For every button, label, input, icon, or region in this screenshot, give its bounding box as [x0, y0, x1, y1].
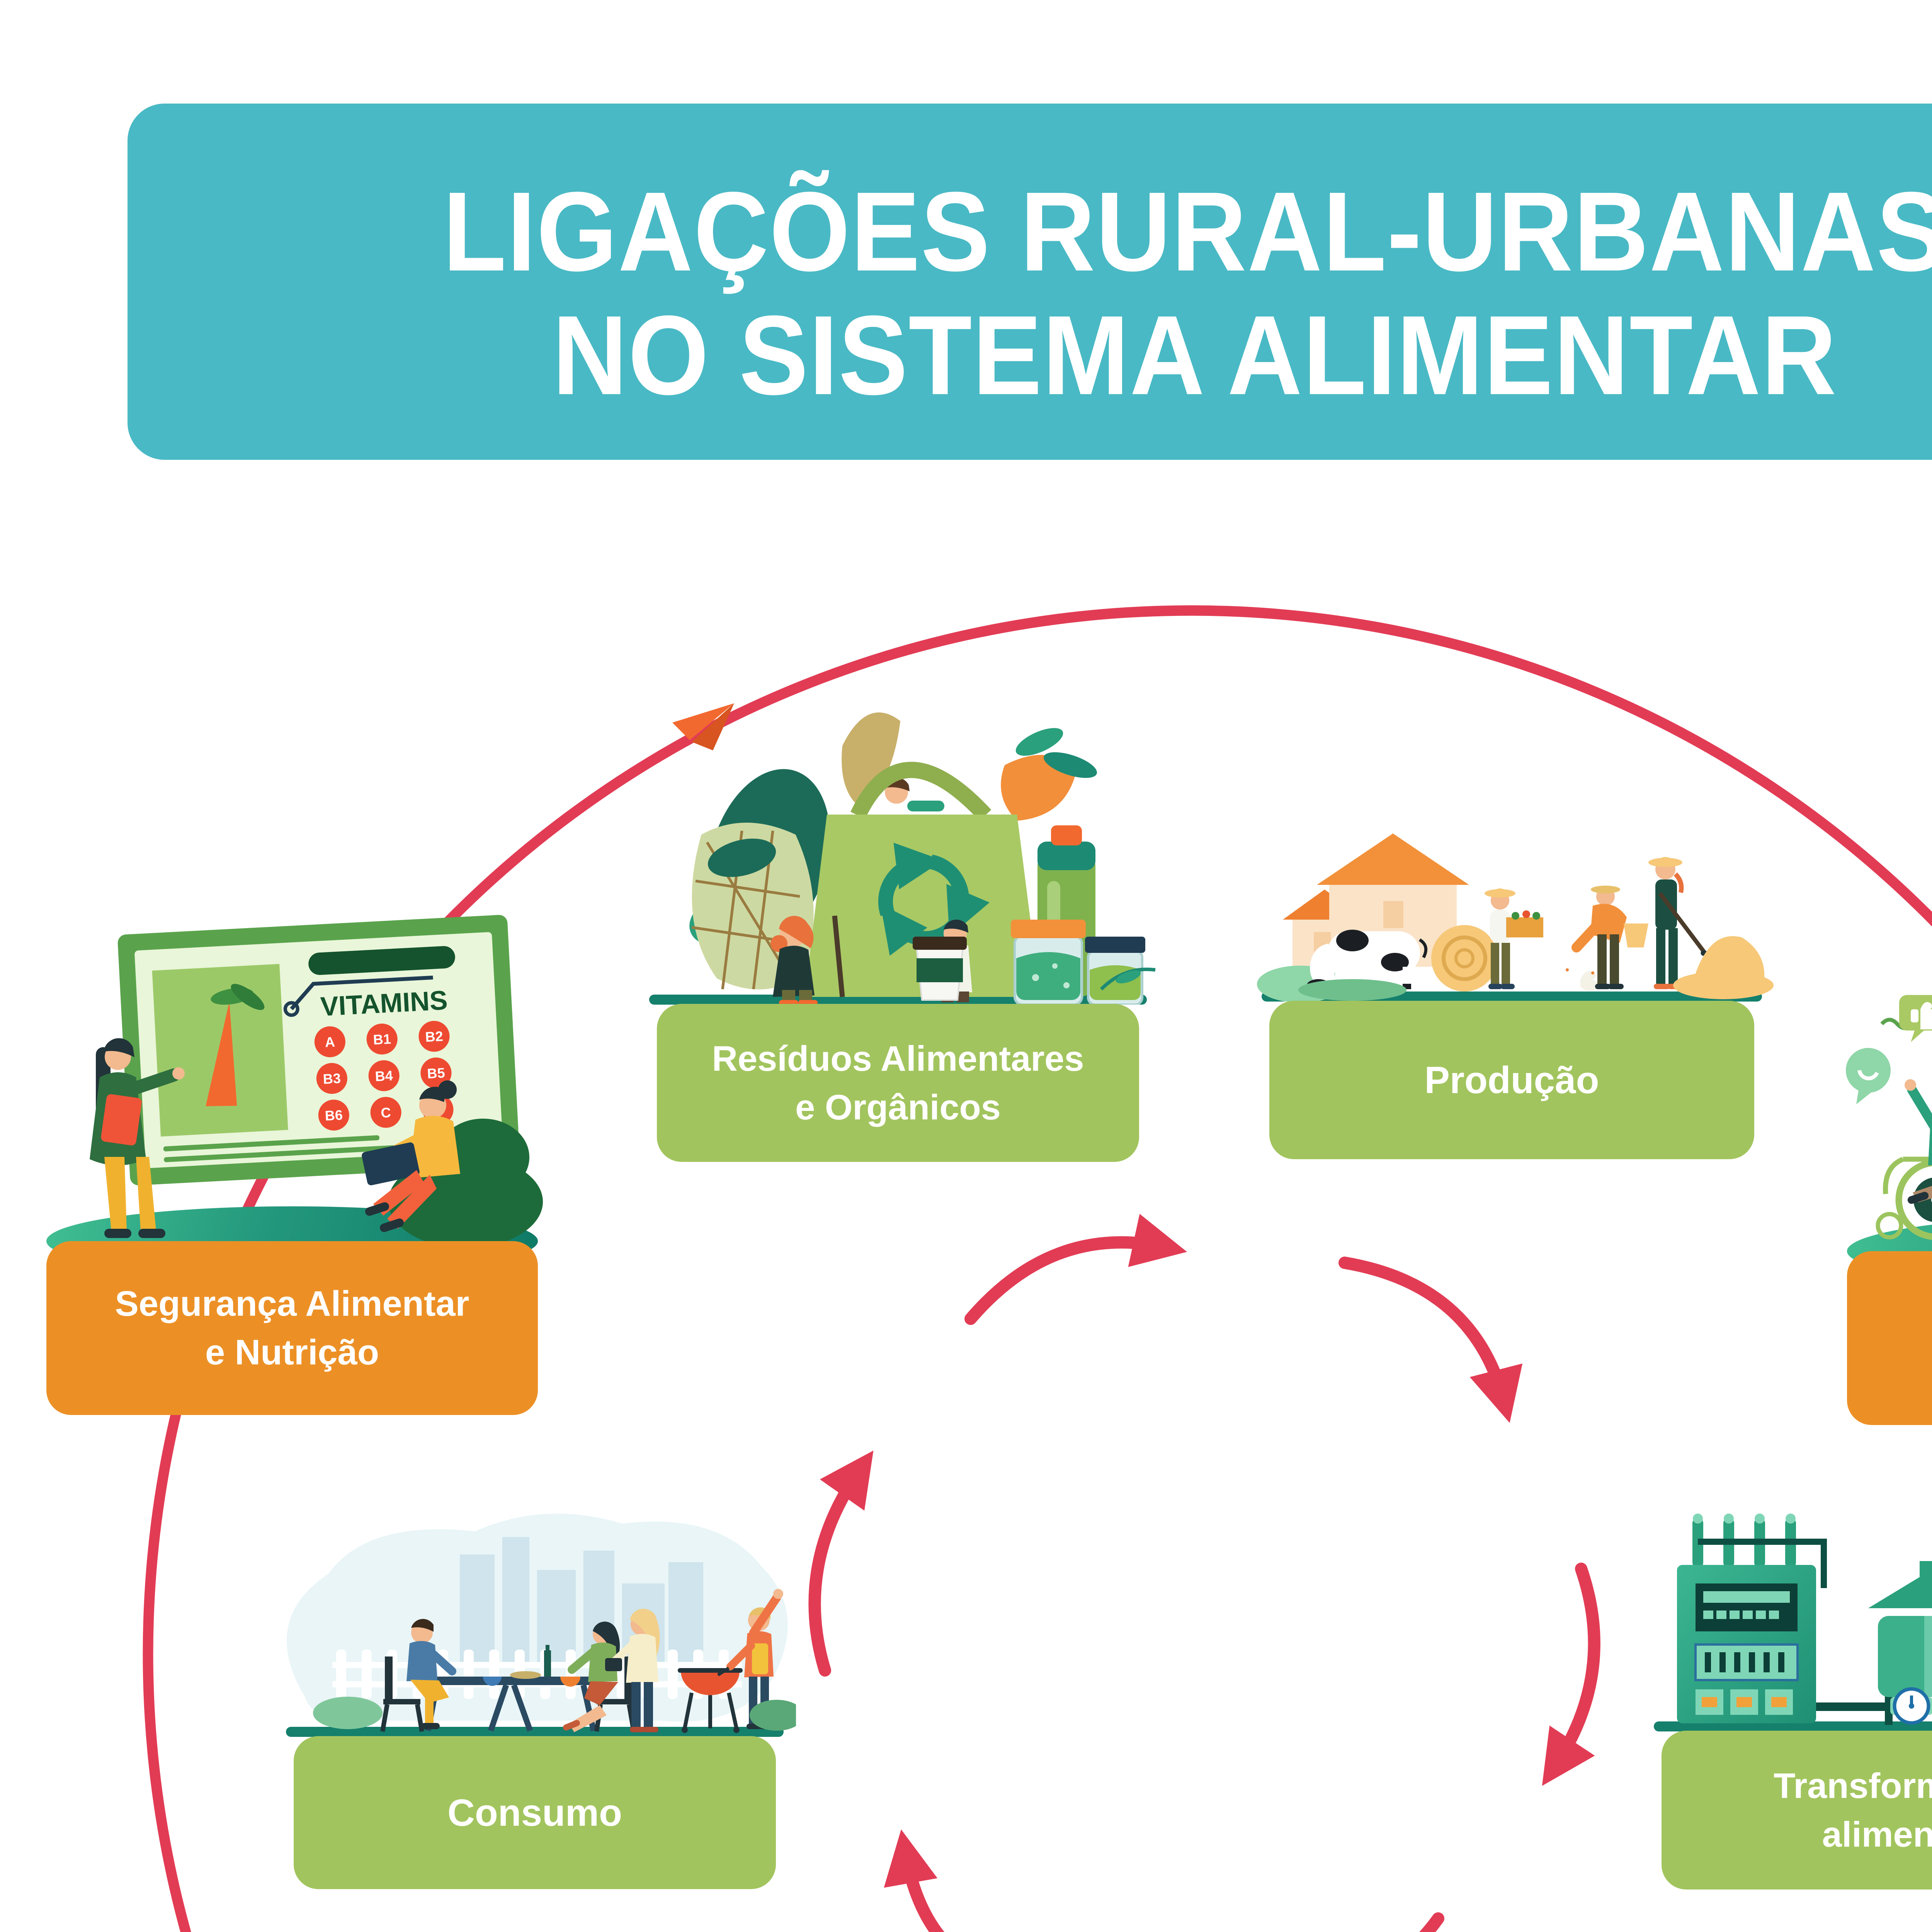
presenter-woman — [90, 1038, 185, 1238]
leaf — [1116, 970, 1141, 983]
vitamin-badge: A — [325, 1034, 335, 1050]
standing-woman — [605, 1609, 660, 1732]
title-banner: LIGAÇÕES RURAL-URBANAS NO SISTEMA ALIMEN… — [128, 104, 1932, 460]
cup-boy — [913, 919, 972, 1002]
geese — [1553, 968, 1599, 991]
vitamins-board-title: VITAMINS — [320, 985, 448, 1022]
vitamin-badge: B6 — [325, 1107, 343, 1124]
inclusao-illustration: # ♥ ★ ★ ♪ — [1846, 995, 1932, 1240]
mixing-tank — [1868, 1561, 1932, 1725]
station-box-residuos: Resíduos Alimentares e Orgânicos — [657, 1004, 1139, 1162]
organic-peel — [842, 712, 900, 810]
leaf — [1015, 728, 1063, 756]
wheelchair-wheel — [1895, 1160, 1932, 1240]
bbq-grill — [678, 1668, 743, 1733]
station-label: Transformação — [1774, 1766, 1932, 1806]
station-label: e Nutrição — [205, 1333, 379, 1372]
laptop-woman — [362, 1080, 543, 1248]
compost-jar — [1011, 920, 1086, 1005]
vitamin-badge: B2 — [425, 1028, 443, 1045]
vitamin-badge: C — [381, 1104, 391, 1121]
grass — [1298, 979, 1406, 1001]
seated-man — [380, 1619, 456, 1732]
station-label: alimentar — [1822, 1815, 1932, 1854]
consumo-illustration — [287, 1514, 796, 1733]
vitamin-badge: B3 — [323, 1070, 341, 1087]
title-line-2: NO SISTEMA ALIMENTAR — [552, 292, 1837, 418]
control-unit — [1677, 1514, 1827, 1723]
confetti-icons: # ♥ ★ ★ ♪ — [1846, 995, 1932, 1104]
vitamins-board: VITAMINS A B1 B2 B3 B4 B5 B6 C E — [117, 915, 520, 1185]
like-bubble-icon — [1899, 995, 1932, 1042]
station-label: Consumo — [447, 1791, 622, 1834]
piping — [1816, 1687, 1932, 1725]
vitamin-badge: B1 — [373, 1031, 391, 1048]
recycling-girl — [770, 915, 845, 1005]
vitamin-badge: B4 — [375, 1068, 393, 1084]
paper-plane-icon — [672, 703, 734, 750]
station-box-transformacao: Transformação alimentar — [1662, 1731, 1932, 1889]
station-label: Segurança Alimentar — [115, 1284, 469, 1323]
station-label: Resíduos Alimentares — [712, 1039, 1084, 1078]
vegetable — [1001, 755, 1076, 821]
seguranca-illustration: VITAMINS A B1 B2 B3 B4 B5 B6 C E — [90, 915, 543, 1248]
producao-illustration — [1257, 833, 1774, 1002]
plant — [313, 1697, 383, 1729]
residuos-illustration — [672, 703, 1156, 1005]
coffee-cup — [913, 937, 967, 1001]
transformacao-illustration — [1677, 1514, 1932, 1725]
carrot-icon — [206, 984, 265, 1106]
chat-bubble-icon — [1846, 1048, 1891, 1104]
ground-strip-consumo — [286, 1727, 784, 1737]
station-label: Produção — [1424, 1059, 1599, 1101]
plant — [750, 1700, 796, 1731]
wheelchair-man — [1876, 1079, 1932, 1240]
station-box-inclusao: Inclusão Social e Equidade — [1847, 1251, 1932, 1425]
hay-pile — [1673, 936, 1774, 999]
hay-bale — [1431, 925, 1498, 992]
pipes-top — [1692, 1514, 1827, 1588]
title-line-1: LIGAÇÕES RURAL-URBANAS — [443, 168, 1932, 294]
leaf — [1044, 752, 1097, 778]
vitamin-badge: B5 — [427, 1065, 445, 1082]
reusable-bag — [804, 762, 1040, 997]
station-box-producao: Produção — [1269, 1001, 1754, 1159]
farmer-feeding — [1571, 886, 1648, 989]
seated-woman — [563, 1621, 636, 1732]
station-box-consumo: Consumo — [294, 1736, 776, 1889]
farmer-with-crate — [1485, 888, 1543, 989]
station-label: e Orgânicos — [795, 1087, 1001, 1127]
station-box-seguranca: Segurança Alimentar e Nutrição — [46, 1241, 538, 1415]
